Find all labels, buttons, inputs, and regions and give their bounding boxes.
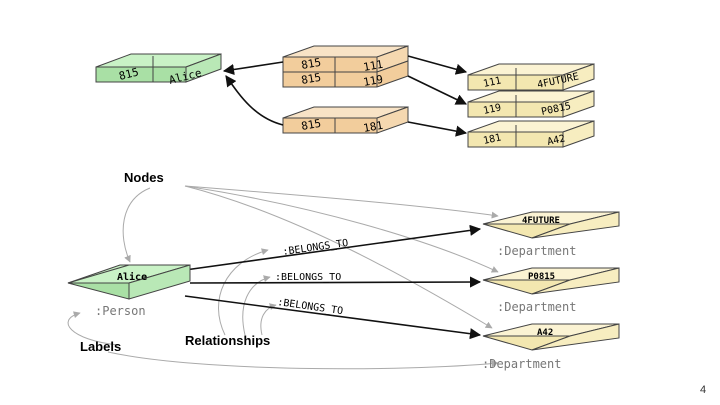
link-2-from: 815 <box>300 71 322 87</box>
person-id: 815 <box>118 65 140 82</box>
rel-arrow-2 <box>189 276 482 288</box>
dept-node-3: A42 <box>482 323 620 351</box>
dept-node-2-name: P0815 <box>528 272 555 282</box>
rel-arrow-1 <box>184 224 482 271</box>
nodes-legend-label: Nodes <box>124 170 164 185</box>
dept-3-name: A42 <box>546 133 566 148</box>
relationship-label-2: :BELONGS_TO <box>275 272 341 283</box>
dept-2-id: 119 <box>482 102 502 117</box>
dept-label-3: :Department <box>482 357 561 371</box>
relationships-legend-label: Relationships <box>185 333 270 348</box>
link-row-1: 815 111 <box>282 45 409 74</box>
person-node-name: Alice <box>117 271 147 283</box>
page-number: 4 <box>700 384 707 396</box>
dept-label-2: :Department <box>497 300 576 314</box>
relationship-label-1: :BELONGS_TO <box>282 238 349 258</box>
dept-label-1: :Department <box>497 244 576 258</box>
link-3-from: 815 <box>300 117 322 133</box>
link-3-to: 181 <box>362 119 384 135</box>
labels-legend-label: Labels <box>80 339 121 354</box>
arrow-link2-dept2 <box>407 75 468 105</box>
dept-row-1: 111 4FUTURE <box>467 63 595 91</box>
dept-node-1-name: 4FUTURE <box>522 216 560 226</box>
person-row: 815 Alice <box>95 53 222 87</box>
dept-node-3-name: A42 <box>537 328 553 338</box>
link-2-to: 119 <box>362 73 384 89</box>
dept-row-2: 119 P0815 <box>467 90 595 118</box>
arrow-link3-dept3 <box>407 121 468 137</box>
annotation-curves <box>67 185 499 370</box>
dept-1-id: 111 <box>482 75 502 90</box>
relationship-label-3: :BELONGS_TO <box>277 297 344 317</box>
person-node: Alice <box>67 264 191 300</box>
arrow-link3-person <box>225 75 284 126</box>
rel-arrow-3 <box>184 295 482 340</box>
link-1-to: 111 <box>362 58 384 74</box>
relationship-arrows <box>184 224 482 340</box>
link-row-3: 815 181 <box>282 106 409 135</box>
top-arrows <box>222 55 468 137</box>
dept-3-id: 181 <box>482 132 502 147</box>
arrow-link1-person <box>222 61 284 76</box>
dept-row-3: 181 A42 <box>467 120 595 148</box>
arrow-link1-dept1 <box>407 55 468 75</box>
person-label: :Person <box>95 304 146 318</box>
dept-node-1: 4FUTURE <box>482 211 620 239</box>
link-1-from: 815 <box>300 56 322 72</box>
dept-node-2: P0815 <box>482 267 620 295</box>
